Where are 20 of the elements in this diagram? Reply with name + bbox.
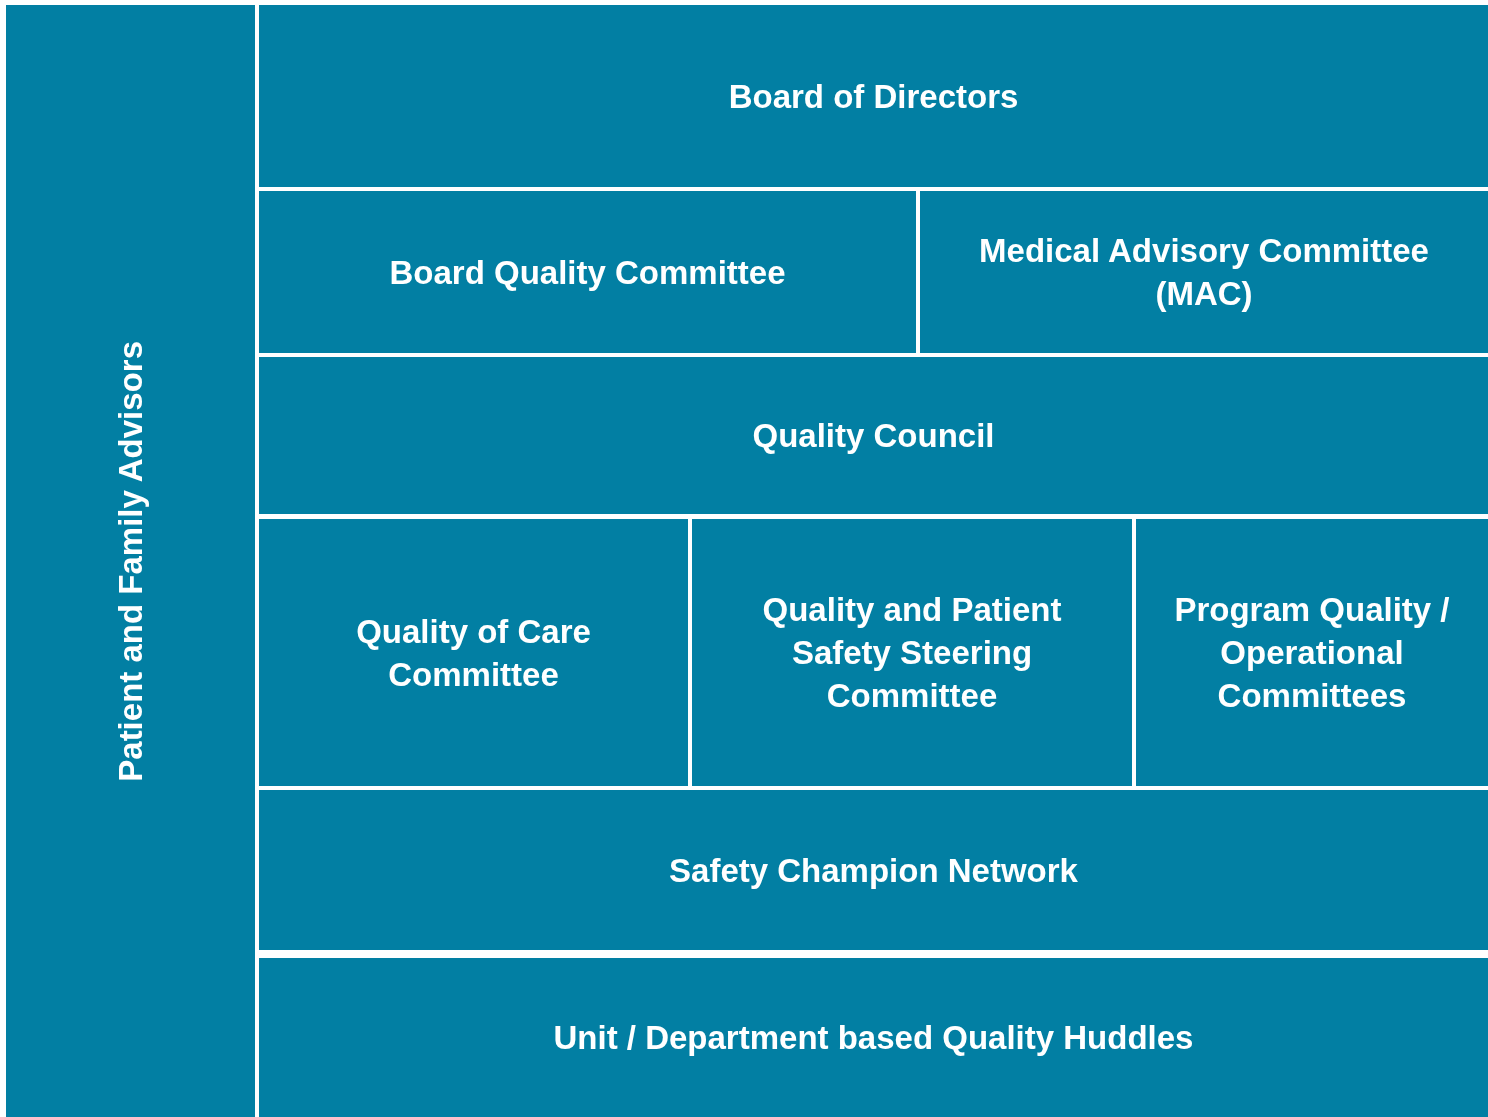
box-label: Board Quality Committee <box>389 252 786 293</box>
org-box <box>692 519 1132 786</box>
box-label: Medical Advisory Committee (MAC) <box>978 231 1430 314</box>
box-label: Patient and Family Advisors <box>111 340 150 782</box>
org-box <box>259 5 1488 187</box>
org-box <box>259 357 1488 514</box>
box-label: Quality of Care Committee <box>355 611 592 695</box>
box-label: Quality and Patient Safety Steering Committee <box>761 590 1063 716</box>
box-label: Unit / Department based Quality Huddles <box>553 1018 1194 1058</box>
org-box <box>259 790 1488 950</box>
org-box <box>259 519 688 786</box>
box-label: Safety Champion Network <box>669 850 1078 891</box>
org-box <box>6 5 255 1117</box>
org-box <box>259 958 1488 1117</box>
box-label: Quality Council <box>752 416 995 456</box>
org-box <box>920 191 1488 353</box>
box-label: Board of Directors <box>728 76 1019 117</box>
org-box <box>1136 519 1488 786</box>
box-label: Program Quality / Operational Committees <box>1173 590 1451 716</box>
org-box <box>259 191 916 353</box>
